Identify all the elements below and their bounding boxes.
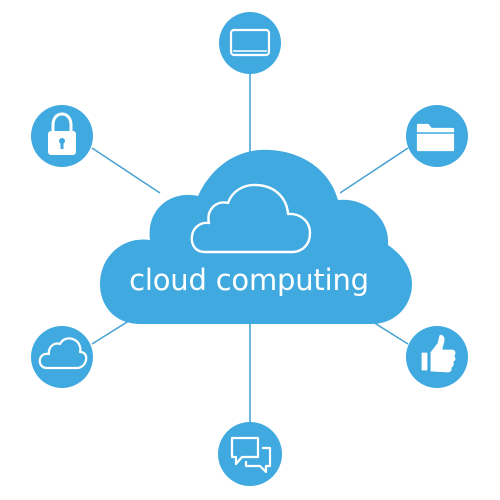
node-lock — [31, 105, 93, 167]
node-cloud — [31, 326, 93, 388]
padlock-icon — [48, 112, 76, 155]
central-cloud: cloud computing — [100, 149, 412, 324]
center-label: cloud computing — [129, 263, 369, 297]
inner-cloud-icon — [190, 183, 312, 254]
monitor-icon — [229, 28, 271, 57]
central-cloud-shape — [100, 149, 412, 324]
node-monitor — [219, 12, 281, 74]
folder-icon — [416, 123, 455, 152]
node-monitor-circle — [219, 12, 281, 74]
node-chat-circle — [218, 422, 282, 486]
connector-lock — [91, 147, 161, 194]
node-folder — [406, 105, 468, 167]
chat-bubbles-icon — [230, 436, 272, 474]
cloud-icon — [38, 337, 88, 370]
node-thumbs-up — [406, 326, 468, 388]
connector-folder — [339, 147, 409, 194]
thumbs-up-icon — [420, 333, 457, 374]
node-chat — [218, 422, 282, 486]
